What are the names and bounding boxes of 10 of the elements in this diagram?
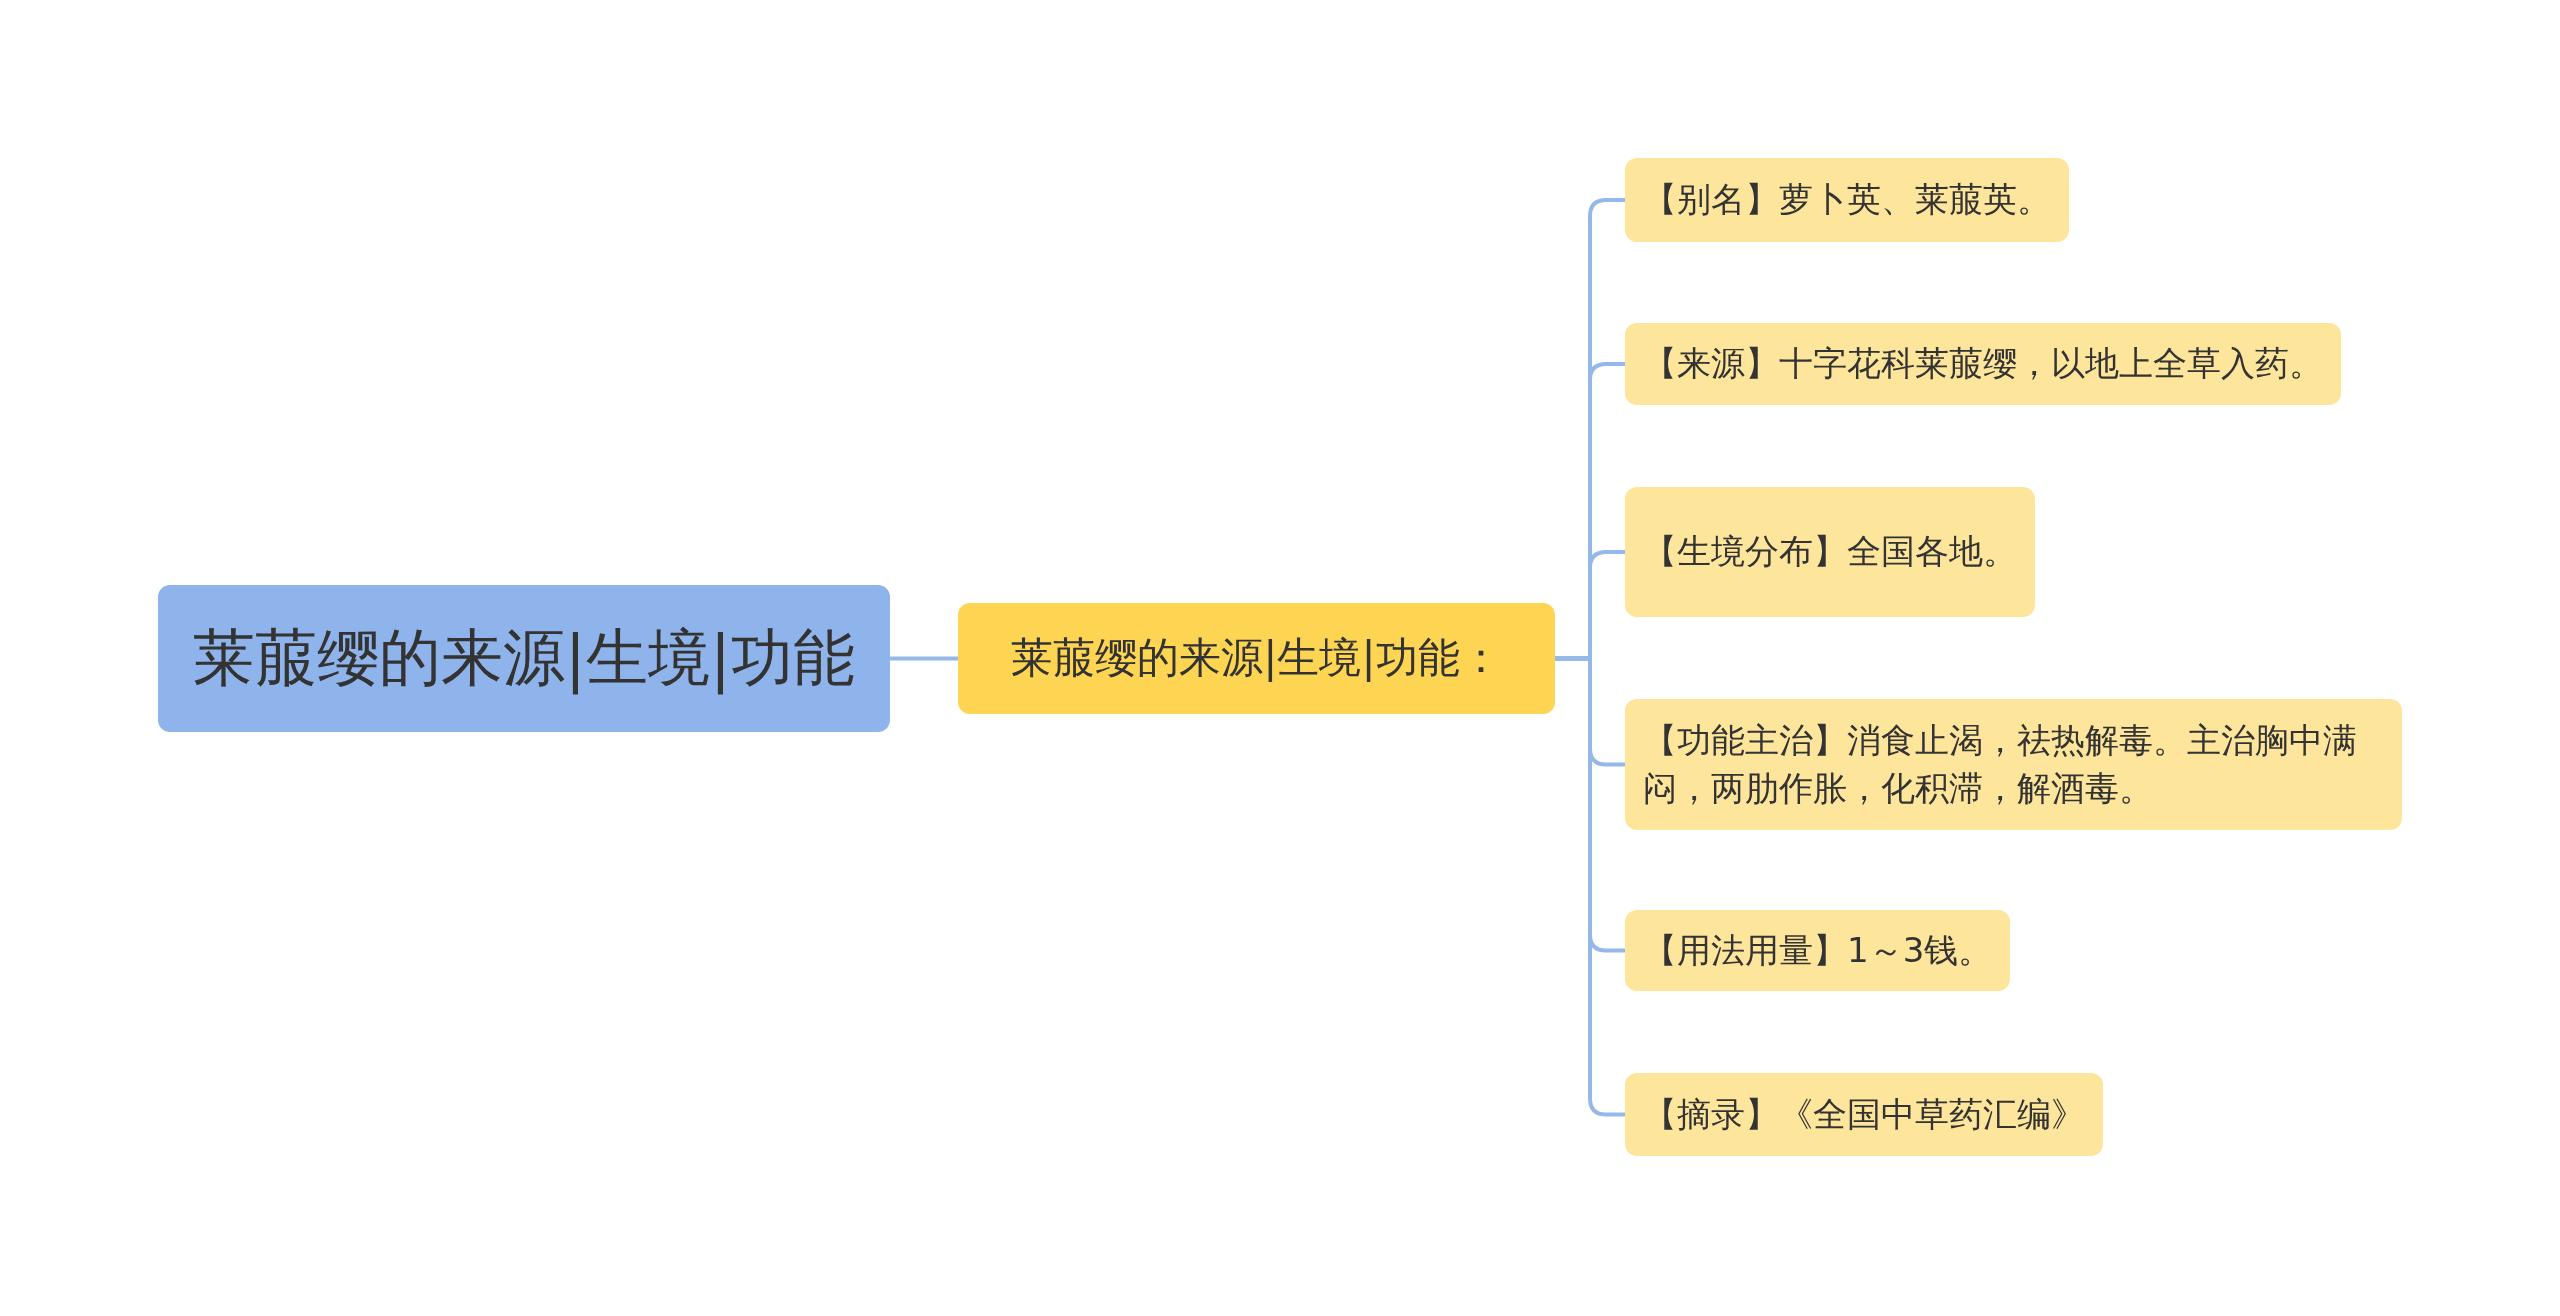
connector-line	[890, 656, 958, 661]
connector-line	[1555, 656, 1625, 1117]
root-topic-box: 莱菔缨的来源|生境|功能	[158, 585, 890, 732]
subtopic-box: 【用法用量】1～3钱。	[1625, 910, 2011, 991]
topic-box: 莱菔缨的来源|生境|功能：	[958, 603, 1555, 714]
subtopic-box: 【来源】十字花科莱菔缨，以地上全草入药。	[1625, 323, 2341, 405]
subtopic-box: 【功能主治】消食止渴，祛热解毒。主治胸中满闷，两肋作胀，化积滞，解酒毒。	[1625, 699, 2402, 830]
subtopic-box: 【别名】萝卜英、莱菔英。	[1625, 158, 2069, 242]
subtopic-box: 【生境分布】全国各地。	[1625, 487, 2035, 617]
subtopic-box: 【摘录】《全国中草药汇编》	[1625, 1073, 2103, 1156]
